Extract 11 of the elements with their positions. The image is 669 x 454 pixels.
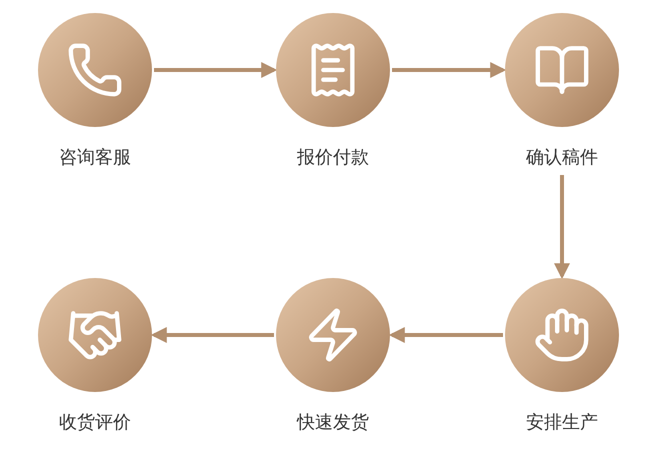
step-label: 报价付款 — [297, 146, 369, 169]
step-label: 咨询客服 — [59, 146, 131, 169]
step-label: 收货评价 — [59, 411, 131, 434]
arrow — [554, 175, 570, 280]
arrow — [154, 62, 278, 78]
step-label: 安排生产 — [526, 411, 598, 434]
arrow — [392, 62, 506, 78]
arrow — [150, 327, 274, 343]
arrow — [388, 327, 503, 343]
step-label: 快速发货 — [297, 411, 369, 434]
step-label: 确认稿件 — [526, 146, 598, 169]
